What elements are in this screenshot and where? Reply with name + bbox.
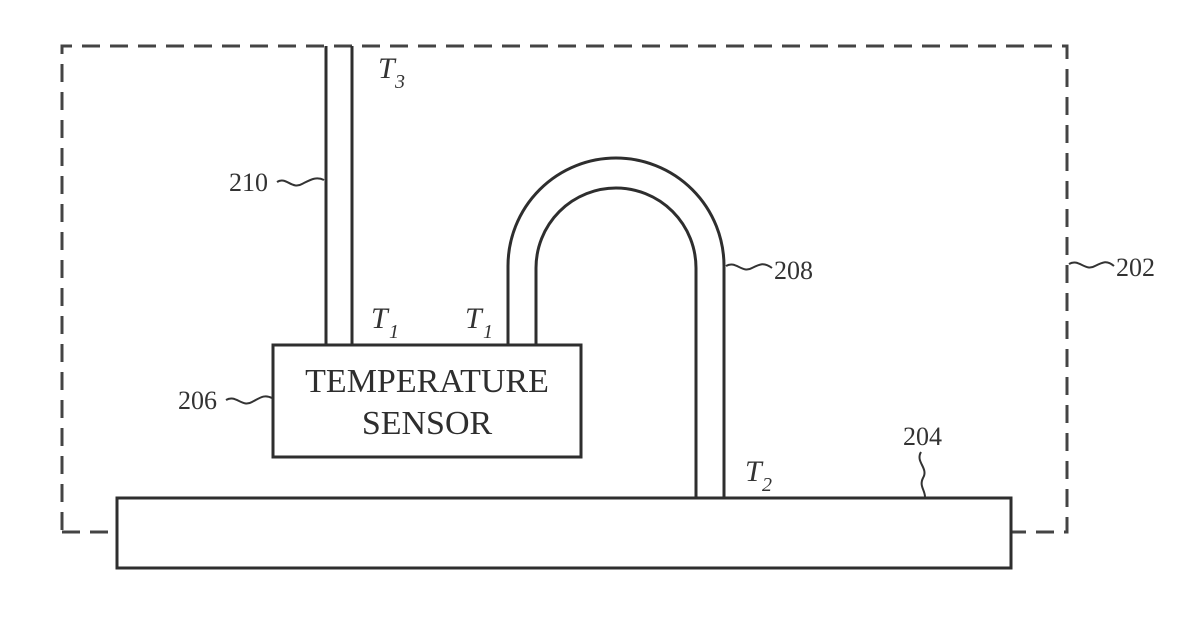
svg-text:210: 210 bbox=[229, 168, 268, 197]
svg-text:T: T bbox=[465, 302, 484, 335]
enclosure-boundary bbox=[60, 44, 1069, 534]
svg-text:208: 208 bbox=[774, 256, 813, 285]
sensor-label-line1: TEMPERATURE bbox=[305, 363, 549, 400]
svg-text:T: T bbox=[745, 455, 764, 488]
svg-text:T: T bbox=[378, 52, 397, 85]
svg-text:3: 3 bbox=[394, 71, 405, 93]
ref-208: 208 bbox=[725, 256, 813, 285]
svg-text:1: 1 bbox=[389, 321, 399, 343]
label-t3: T 3 bbox=[378, 52, 405, 93]
temperature-sensor-box: TEMPERATURE SENSOR bbox=[271, 343, 583, 459]
svg-text:1: 1 bbox=[483, 321, 493, 343]
loop-tube bbox=[506, 156, 726, 498]
label-t1-right: T 1 bbox=[465, 302, 493, 343]
vertical-tube bbox=[324, 46, 354, 345]
ref-210: 210 bbox=[229, 168, 325, 197]
ref-204: 204 bbox=[903, 422, 942, 498]
svg-text:2: 2 bbox=[762, 474, 772, 496]
ref-206: 206 bbox=[178, 386, 273, 415]
sensor-label-line2: SENSOR bbox=[362, 405, 493, 442]
svg-text:T: T bbox=[371, 302, 390, 335]
ref-202: 202 bbox=[1068, 253, 1155, 282]
svg-text:206: 206 bbox=[178, 386, 217, 415]
base-plate bbox=[115, 496, 1013, 570]
svg-text:204: 204 bbox=[903, 422, 942, 451]
svg-text:202: 202 bbox=[1116, 253, 1155, 282]
label-t2: T 2 bbox=[745, 455, 772, 496]
label-t1-left: T 1 bbox=[371, 302, 399, 343]
